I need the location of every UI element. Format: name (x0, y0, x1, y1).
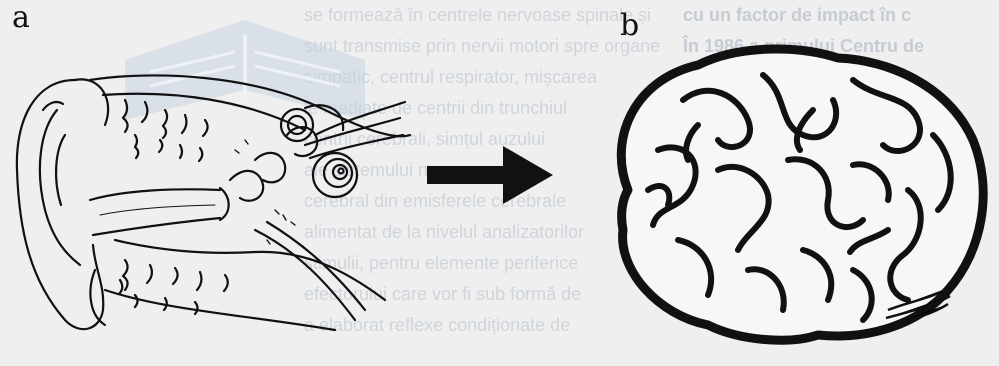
brain-icon (588, 40, 993, 360)
bg-line: cu un factor de impact în c (679, 0, 924, 31)
ear-anatomy-icon (5, 40, 415, 350)
panel-label-a: a (12, 0, 30, 35)
panel-label-b: b (620, 8, 639, 43)
right-arrow-icon (425, 140, 555, 210)
